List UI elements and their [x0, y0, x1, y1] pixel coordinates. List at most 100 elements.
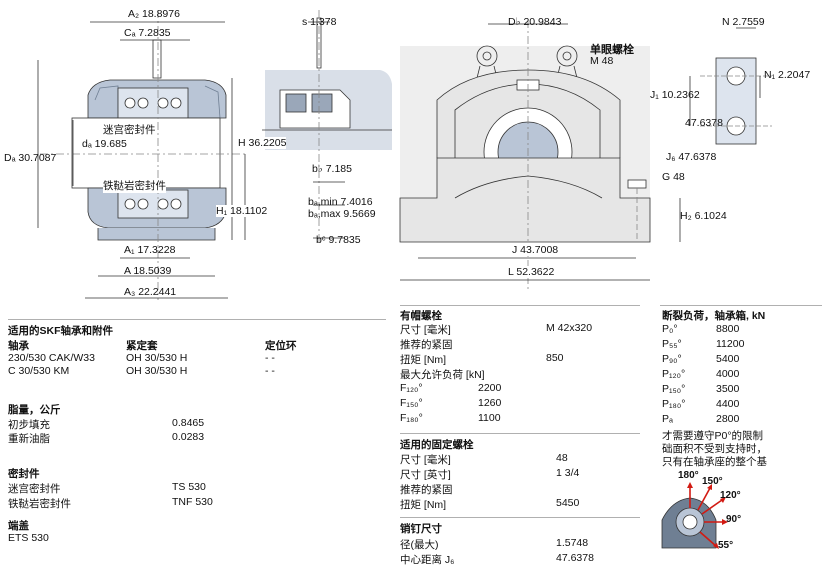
angle-55: 55°: [718, 540, 734, 551]
fix-bolt-value-1: 48: [556, 452, 568, 464]
grease-label-2: 重新油脂: [8, 433, 50, 445]
dim-a3: A₃ 22.2441: [124, 286, 177, 298]
dim-g: G 48: [662, 171, 685, 183]
cap-bolt-value-3: 850: [546, 352, 564, 364]
p-label-150: P₁₅₀°: [662, 383, 686, 395]
dim-a: A 18.5039: [124, 265, 172, 277]
top-view: [689, 27, 772, 145]
dim-da-inner: dₐ 19.685: [82, 138, 127, 150]
angle-150: 150°: [702, 476, 723, 487]
p-value-a: 2800: [716, 413, 740, 425]
sleeve-row-1[interactable]: OH 30/530 H: [126, 352, 188, 364]
cap-title: 端盖: [8, 520, 29, 532]
drawing-canvas: [37, 10, 772, 300]
fix-bolt-title: 适用的固定螺栓: [400, 439, 474, 451]
p-value-180: 4400: [716, 398, 740, 410]
divider: [8, 319, 386, 320]
dim-j1: J₁ 10.2362: [650, 89, 700, 101]
front-view: [399, 20, 681, 290]
note-line-2: 础面积不受到支持时，: [662, 443, 767, 455]
fix-bolt-label-3: 推荐的紧固: [400, 484, 453, 496]
dim-ca: Cₐ 7.2835: [124, 27, 171, 39]
dim-ba-min: bₐ,min 7.4016: [308, 196, 373, 208]
load-label-2: F₁₅₀°: [400, 397, 423, 409]
p-value-120: 4000: [716, 368, 740, 380]
pin-value-1: 1.5748: [556, 537, 589, 549]
note-line-3: 只有在轴承座的整个基: [662, 456, 767, 468]
cap-bolt-label-2: 推荐的紧固: [400, 339, 453, 351]
pin-value-2: 47.6378: [556, 552, 594, 564]
p-value-55: 11200: [716, 338, 745, 350]
grease-label-1: 初步填充: [8, 419, 50, 431]
p-label-55: P₅₅°: [662, 338, 682, 350]
grease-value-1: 0.8465: [172, 417, 205, 429]
fix-bolt-value-2: 1 3/4: [556, 467, 580, 479]
seal-title: 密封件: [8, 468, 40, 480]
eye-bolt-title: 单眼螺栓: [590, 44, 634, 56]
seal-label-1: 迷宫密封件: [8, 483, 61, 495]
dim-bc: bᶜ 9.7835: [316, 234, 361, 246]
fix-bolt-value-4: 5450: [556, 497, 580, 509]
dim-h: H 36.2205: [238, 137, 287, 149]
dim-h1: H₁ 18.1102: [216, 205, 268, 217]
seal-label-2: 铁鞑岩密封件: [8, 498, 71, 510]
dim-j6-value: 47.6378: [685, 117, 723, 129]
dim-j6: J₆ 47.6378: [666, 151, 717, 163]
divider: [400, 433, 640, 434]
label-maze-seal: 迷宫密封件: [103, 122, 156, 137]
cap-bolt-value-1: M 42x320: [546, 322, 593, 334]
col-sleeve: 紧定套: [126, 340, 158, 352]
angle-90: 90°: [726, 514, 742, 525]
p-label-180: P₁₈₀°: [662, 398, 686, 410]
cap-bolt-title: 有帽螺栓: [400, 310, 442, 322]
p-value-150: 3500: [716, 383, 740, 395]
grease-title: 脂量，公斤: [8, 404, 61, 416]
sleeve-row-2[interactable]: OH 30/530 H: [126, 365, 188, 377]
seal-value-1[interactable]: TS 530: [172, 481, 206, 493]
load-value-3: 1100: [478, 412, 501, 424]
partial-section-view: [262, 10, 392, 245]
dim-h2: H₂ 6.1024: [680, 210, 727, 222]
dim-da-outer: Dₐ 30.7087: [4, 152, 57, 164]
divider: [400, 517, 640, 518]
load-label-1: F₁₂₀°: [400, 382, 423, 394]
ring-row-1: - -: [265, 352, 275, 364]
cap-bolt-label-4: 最大允许负荷 [kN]: [400, 369, 485, 381]
fit-title: 适用的SKF轴承和附件: [8, 325, 113, 337]
fix-bolt-label-1: 尺寸 [毫米]: [400, 454, 451, 466]
angle-180: 180°: [678, 470, 699, 481]
p-value-0: 8800: [716, 323, 740, 335]
cap-value[interactable]: ETS 530: [8, 532, 49, 544]
pin-label-1: 径(最大): [400, 539, 439, 551]
dim-db: D♭ 20.9843: [508, 16, 562, 28]
dim-a2: A₂ 18.8976: [128, 8, 180, 20]
col-bearing: 轴承: [8, 340, 29, 352]
cap-bolt-label-1: 尺寸 [毫米]: [400, 324, 451, 336]
label-labyrinth-seal: 铁鞑岩密封件: [103, 178, 166, 193]
p-label-0: P₀°: [662, 323, 678, 335]
p-label-90: P₉₀°: [662, 353, 682, 365]
dim-n1: N₁ 2.2047: [764, 69, 811, 81]
pin-label-2: 中心距离 J₆: [400, 554, 455, 566]
dim-ba-max: bₐ,max 9.5669: [308, 208, 376, 220]
seal-value-2[interactable]: TNF 530: [172, 496, 213, 508]
fix-bolt-label-2: 尺寸 [英寸]: [400, 469, 451, 481]
break-load-title: 断裂负荷，轴承箱, kN: [662, 310, 766, 322]
divider: [400, 305, 640, 306]
p-label-120: P₁₂₀°: [662, 368, 686, 380]
bearing-row-1[interactable]: 230/530 CAK/W33: [8, 352, 95, 364]
angle-120: 120°: [720, 490, 741, 501]
pin-title: 销钉尺寸: [400, 523, 442, 535]
bearing-row-2[interactable]: C 30/530 KM: [8, 365, 70, 377]
grease-value-2: 0.0283: [172, 431, 205, 443]
divider: [660, 305, 822, 306]
ring-row-2: - -: [265, 365, 275, 377]
cap-bolt-label-3: 扭矩 [Nm]: [400, 354, 447, 366]
dim-j: J 43.7008: [512, 244, 559, 256]
dim-l: L 52.3622: [508, 266, 555, 278]
p-label-a: Pₐ: [662, 413, 673, 425]
col-ring: 定位环: [265, 340, 297, 352]
note-line-1: 才需要遵守P0°的限制: [662, 430, 764, 442]
load-value-1: 2200: [478, 382, 502, 394]
dim-a1: A₁ 17.3228: [124, 244, 176, 256]
